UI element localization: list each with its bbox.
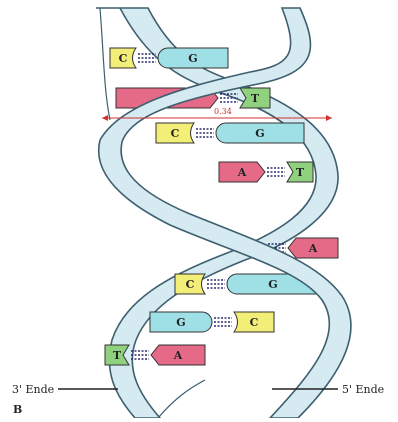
- backbone-edge-bottom: [158, 380, 205, 418]
- span-measure-label: 0.34: [214, 107, 232, 116]
- three-prime-end-label: 3' Ende: [12, 383, 54, 396]
- backbone-strand-a: [96, 8, 338, 418]
- base-g-left-label: G: [176, 316, 185, 329]
- base-c-left-label: C: [119, 52, 128, 65]
- base-g-right-label: G: [268, 278, 277, 291]
- base-g-right-label: G: [188, 52, 197, 65]
- base-a-right-label: A: [173, 349, 183, 362]
- base-c-right-label: C: [250, 316, 259, 329]
- backbone-edge-left: [100, 8, 110, 120]
- base-c-left-label: C: [186, 278, 195, 291]
- base-t-right-label: T: [296, 166, 305, 179]
- base-c-left-label: C: [171, 127, 180, 140]
- figure-letter-b: B: [13, 403, 22, 416]
- base-a-left-label: A: [237, 166, 247, 179]
- span-arrow-right: [326, 115, 332, 121]
- base-g-right-label: G: [255, 127, 264, 140]
- base-a-right-label: A: [308, 242, 318, 255]
- five-prime-end-label: 5' Ende: [342, 383, 384, 396]
- span-arrow-left: [102, 115, 108, 121]
- base-t-right-label: T: [251, 92, 260, 105]
- base-t-left-label: T: [113, 349, 122, 362]
